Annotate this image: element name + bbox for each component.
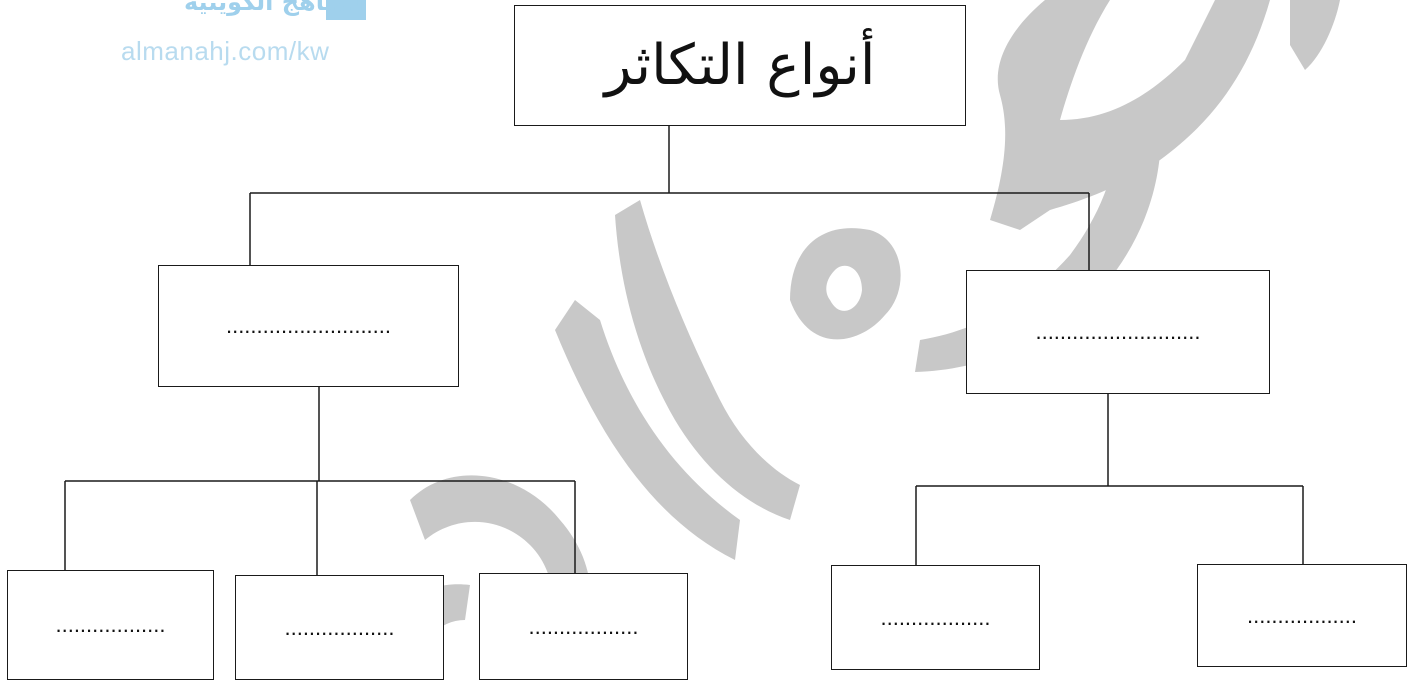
level1-box-right: ........................... — [966, 270, 1270, 394]
level1-box-left: ........................... — [158, 265, 459, 387]
level2-left-box-3: .................. — [479, 573, 688, 680]
level2-right-box-1: .................. — [831, 565, 1040, 670]
root-box: أنواع التكاثر — [514, 5, 966, 126]
blank-answer-line: .................. — [55, 612, 166, 637]
blank-answer-line: ........................... — [1035, 319, 1201, 344]
level2-left-box-1: .................. — [7, 570, 214, 680]
root-label: أنواع التكاثر — [604, 32, 876, 98]
brand-logo-icon — [326, 0, 366, 20]
level2-right-box-2: .................. — [1197, 564, 1407, 667]
blank-answer-line: .................. — [528, 613, 639, 639]
blank-answer-line: .................. — [1246, 602, 1358, 628]
watermark-url-text: almanahj.com/kw — [121, 36, 330, 66]
blank-answer-line: .................. — [880, 604, 991, 630]
level2-left-box-2: .................. — [235, 575, 444, 680]
watermark-arabic-text: المناهج الكويتية — [184, 0, 368, 16]
blank-answer-line: .................. — [284, 614, 395, 640]
blank-answer-line: ........................... — [225, 313, 392, 338]
